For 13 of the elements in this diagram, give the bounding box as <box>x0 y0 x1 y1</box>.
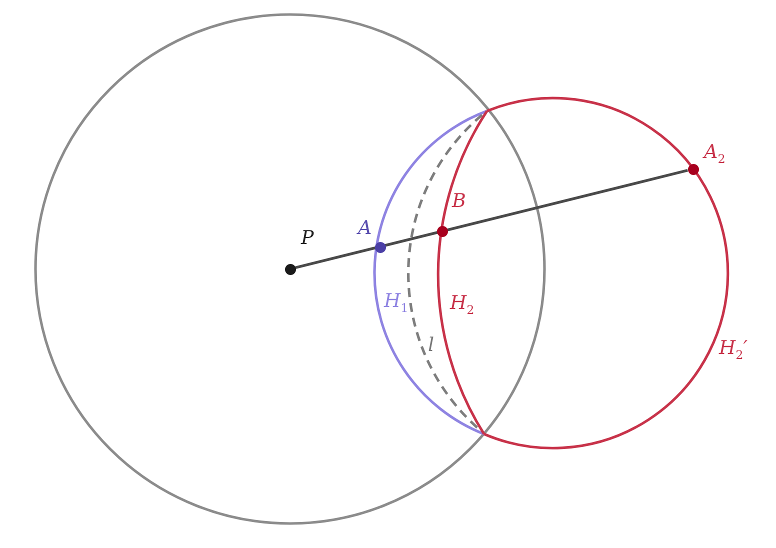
arc-label: l <box>428 336 434 355</box>
point-dot <box>374 242 386 252</box>
point-dot <box>688 164 698 174</box>
point-label: A <box>358 219 372 238</box>
point-dot <box>284 264 296 274</box>
arc-label: H$_{1}$ <box>384 292 408 314</box>
arc-label: H$_{2}$ <box>450 294 474 316</box>
line-segment <box>295 168 688 270</box>
point-label: A$_{2}$ <box>704 143 726 165</box>
arc-label: H$_{2}$′ <box>719 339 748 361</box>
point-label: B <box>452 192 466 211</box>
point-dot <box>436 226 448 237</box>
point-label: P <box>301 229 314 248</box>
